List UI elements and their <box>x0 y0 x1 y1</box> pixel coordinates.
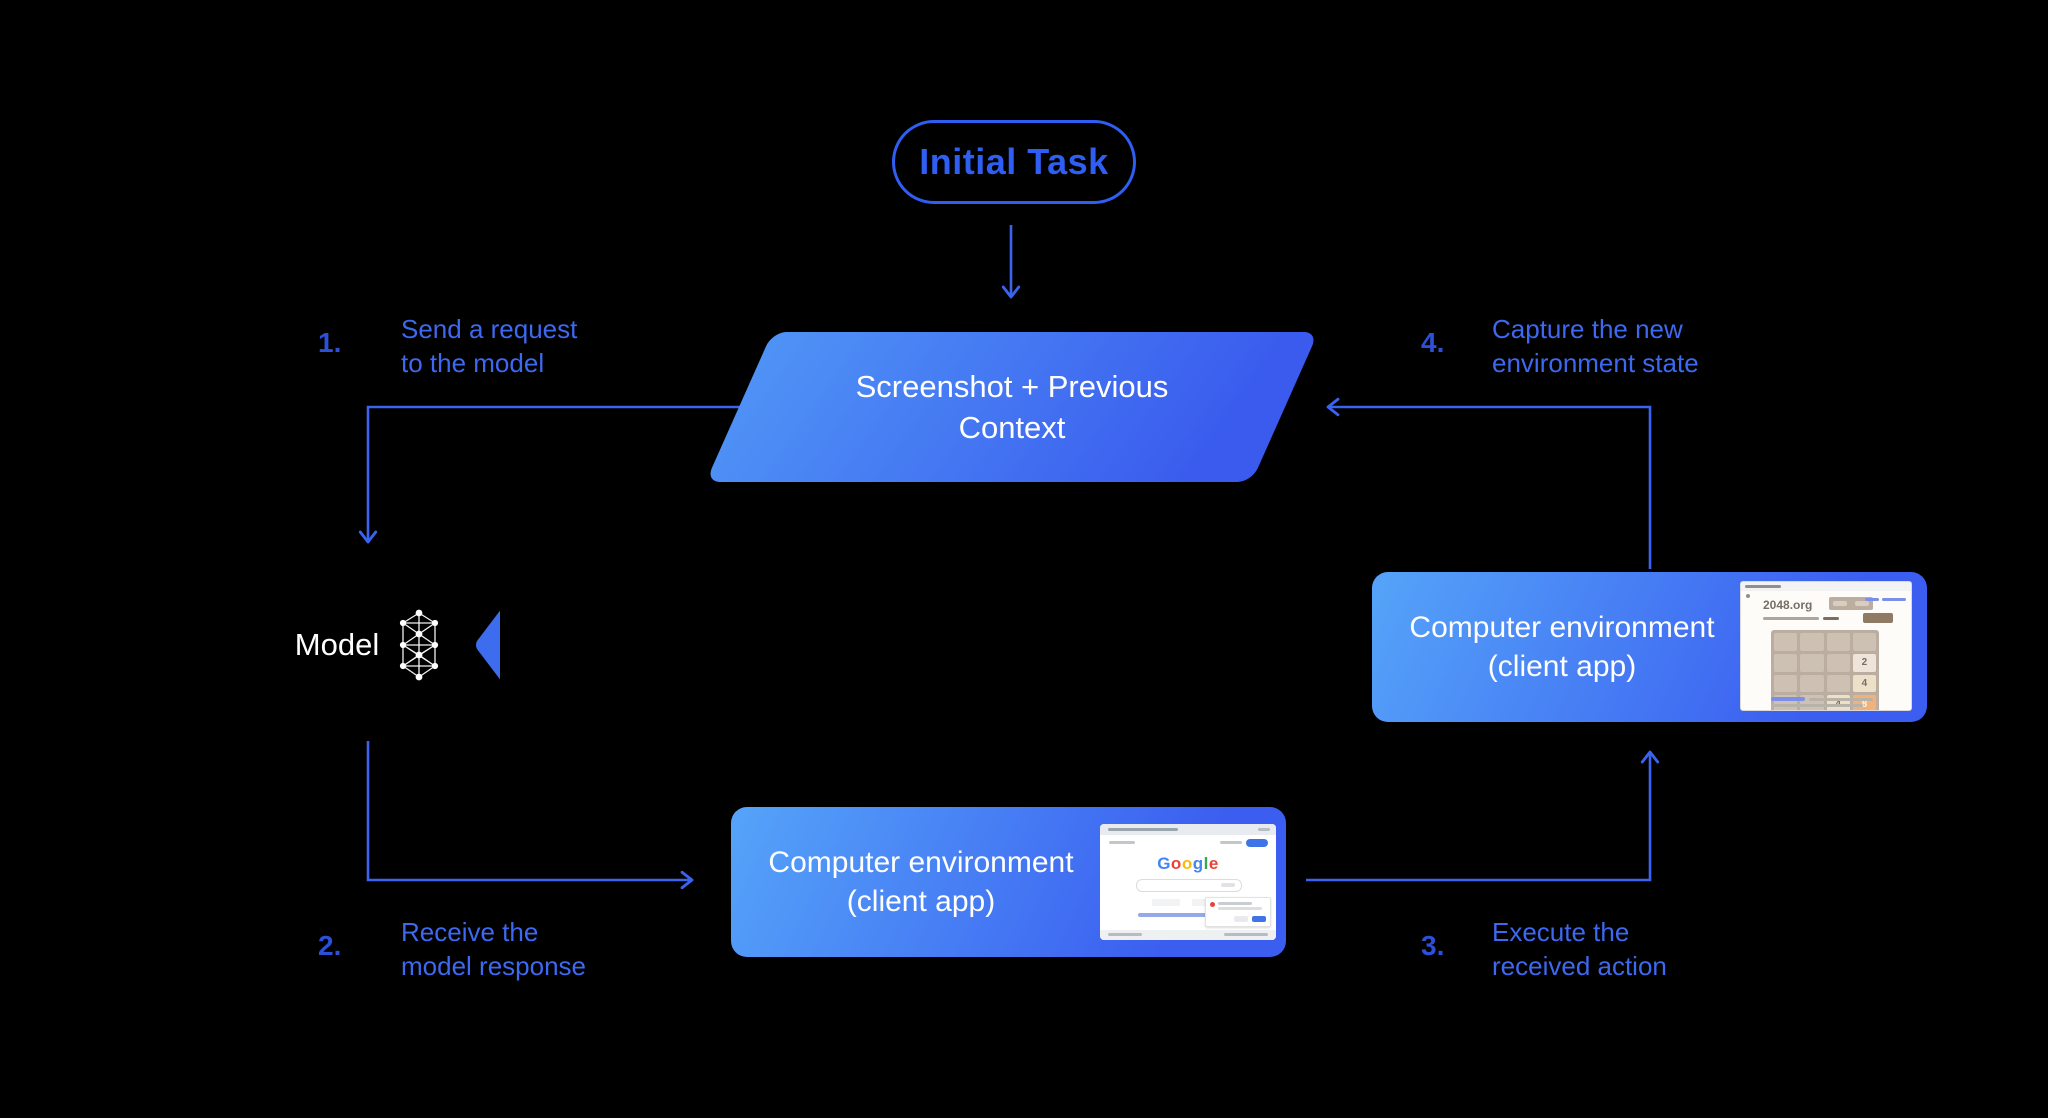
arrow-screenshot-to-model <box>358 405 748 544</box>
screenshot-context-node: Screenshot + Previous Context <box>705 332 1319 482</box>
top-link-1 <box>1882 598 1906 601</box>
step-1-text: Send a request to the model <box>401 312 577 380</box>
arrow-env-bottom-to-env-right <box>1306 750 1660 882</box>
google-search-button <box>1152 899 1180 906</box>
arrow-model-to-env-bottom <box>366 741 694 890</box>
step-3-line1: Execute the <box>1492 917 1630 947</box>
step-2-line2: model response <box>401 951 586 981</box>
game-grid-cell <box>1774 633 1798 651</box>
game-2048-screenshot-thumbnail: 2048.org 2448 <box>1740 581 1912 711</box>
step-3-number: 3. <box>1421 930 1445 961</box>
browser-tab-bar <box>1108 828 1178 831</box>
model-node-content: Model <box>238 571 500 719</box>
browser-icon <box>1746 594 1750 598</box>
search-bar-icons <box>1221 883 1235 887</box>
popup-icon <box>1210 902 1215 907</box>
game-grid-cell <box>1800 633 1824 651</box>
step-4-text: Capture the new environment state <box>1492 312 1699 380</box>
browser-strip <box>1741 582 1911 591</box>
game-grid-cell <box>1800 653 1824 672</box>
game-grid-cell <box>1826 674 1850 693</box>
nav-links-right <box>1220 841 1242 844</box>
new-game-button <box>1863 613 1893 623</box>
game-grid-cell <box>1774 653 1798 672</box>
screenshot-context-label: Screenshot + Previous Context <box>705 332 1319 482</box>
step-4-line2: environment state <box>1492 348 1699 378</box>
game-grid-cell <box>1774 674 1798 693</box>
promo-link-text <box>1138 913 1238 917</box>
step-2-line1: Receive the <box>401 917 539 947</box>
top-link-2 <box>1865 598 1879 601</box>
game-grid-cell <box>1826 653 1850 672</box>
model-label: Model <box>294 627 380 662</box>
env-right-line1: Computer environment <box>1409 611 1715 644</box>
game-tile-4: 4 <box>1852 674 1876 693</box>
env-bottom-label: Computer environment (client app) <box>745 807 1097 957</box>
bottom-gray-text-1 <box>1809 698 1873 701</box>
dialog-popup <box>1205 897 1271 927</box>
popup-secondary-button <box>1234 916 1248 922</box>
popup-text-line1 <box>1218 902 1252 905</box>
step-3-text: Execute the received action <box>1492 915 1667 983</box>
sign-in-button <box>1246 839 1268 847</box>
step-1-line1: Send a request <box>401 314 578 344</box>
step-4-line1: Capture the new <box>1492 314 1683 344</box>
footer-links-left <box>1108 933 1142 936</box>
google-logo: Google <box>1100 854 1276 874</box>
google-logo-letter: o <box>1181 854 1193 873</box>
model-node: Model <box>238 571 738 719</box>
window-controls <box>1258 828 1270 831</box>
browser-tab-text <box>1745 585 1781 588</box>
step-2-number: 2. <box>318 930 342 961</box>
site-title: 2048.org <box>1763 598 1813 612</box>
game-grid-cell <box>1852 633 1876 651</box>
bottom-gray-text-2 <box>1771 704 1863 707</box>
google-logo-letter: e <box>1208 854 1219 873</box>
env-bottom-line2: (client app) <box>846 885 996 918</box>
env-right-line2: (client app) <box>1487 650 1637 683</box>
neural-network-icon <box>400 609 439 681</box>
initial-task-node: Initial Task <box>892 120 1136 204</box>
env-node-right: Computer environment (client app) 2048.o… <box>1372 572 1927 722</box>
browser-top-bar <box>1100 824 1276 835</box>
screenshot-context-line1: Screenshot + Previous <box>855 369 1169 404</box>
env-node-bottom: Computer environment (client app) Google <box>731 807 1286 957</box>
bottom-link-text <box>1771 697 1805 701</box>
step-2-text: Receive the model response <box>401 915 586 983</box>
popup-text-line2 <box>1218 907 1262 910</box>
footer-links-right <box>1224 933 1268 936</box>
arrow-env-right-to-screenshot <box>1326 397 1652 569</box>
google-logo-letter: l <box>1203 854 1209 873</box>
google-logo-letter: G <box>1157 854 1171 873</box>
step-1-line2: to the model <box>401 348 545 378</box>
game-grid-cell <box>1826 633 1850 651</box>
step-4-number: 4. <box>1421 327 1445 358</box>
best-value <box>1855 601 1869 606</box>
step-3-line2: received action <box>1492 951 1667 981</box>
env-bottom-line1: Computer environment <box>768 846 1074 879</box>
subtitle-text <box>1763 617 1819 620</box>
page-footer <box>1100 930 1276 940</box>
score-board <box>1829 597 1873 610</box>
google-logo-letter: o <box>1170 854 1182 873</box>
popup-primary-button <box>1252 916 1266 922</box>
initial-task-label: Initial Task <box>919 141 1109 182</box>
env-right-label: Computer environment (client app) <box>1386 572 1738 722</box>
game-tile-2: 2 <box>1852 653 1876 672</box>
search-bar <box>1136 879 1242 892</box>
subtitle-bold-text <box>1823 617 1839 620</box>
screenshot-context-line2: Context <box>958 410 1066 445</box>
step-1-number: 1. <box>318 327 342 358</box>
google-logo-letter: g <box>1192 854 1204 873</box>
game-grid-cell <box>1800 674 1824 693</box>
nav-links-left <box>1109 841 1135 844</box>
google-screenshot-thumbnail: Google <box>1100 824 1276 940</box>
score-value <box>1833 601 1847 606</box>
